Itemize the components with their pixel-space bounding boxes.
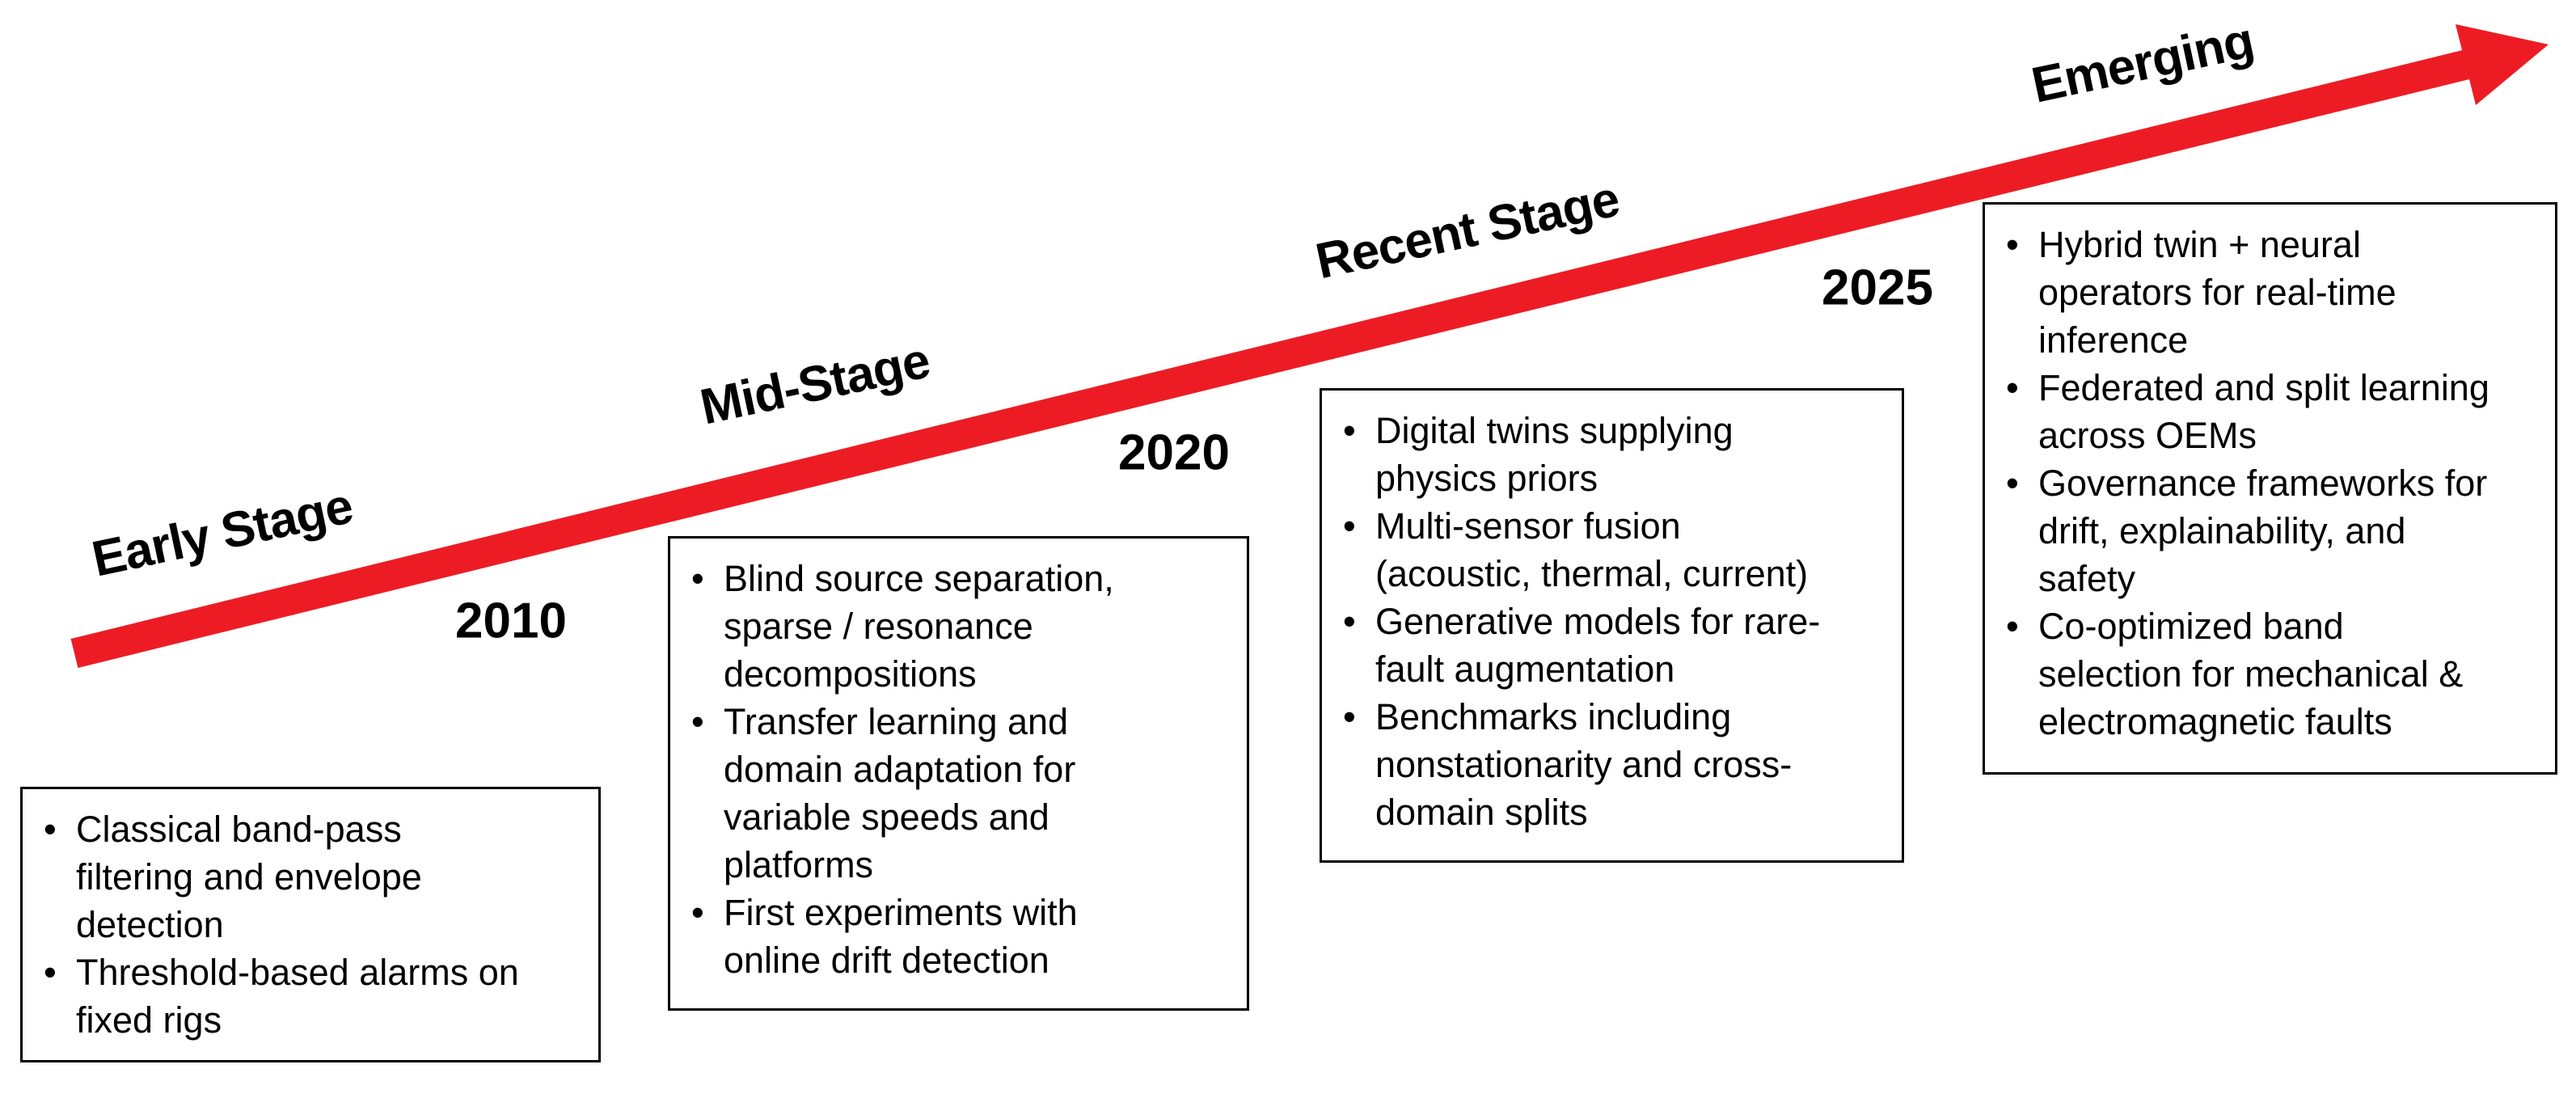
stage-box-early: Classical band-pass filtering and envelo… — [20, 787, 601, 1062]
bullet-list: Hybrid twin + neural operators for real-… — [1985, 205, 2555, 758]
bullet-item: Classical band-pass filtering and envelo… — [44, 805, 587, 948]
bullet-text: Benchmarks including nonstationarity and… — [1375, 696, 1793, 833]
arrow-head-icon — [2456, 24, 2549, 105]
bullet-text: Multi-sensor fusion (acoustic, thermal, … — [1375, 505, 1809, 594]
bullet-icon — [2006, 459, 2038, 507]
bullet-item: Hybrid twin + neural operators for real-… — [2006, 221, 2544, 364]
bullet-text: Blind source separation, sparse / resona… — [724, 558, 1114, 695]
bullet-text: First experiments with online drift dete… — [724, 892, 1078, 981]
stage-box-emerging: Hybrid twin + neural operators for real-… — [1983, 202, 2557, 775]
bullet-icon — [1343, 693, 1375, 741]
bullet-item: First experiments with online drift dete… — [691, 889, 1235, 984]
bullet-icon — [2006, 221, 2038, 268]
bullet-text: Digital twins supplying physics priors — [1375, 410, 1734, 499]
bullet-text: Generative models for rare- fault augmen… — [1375, 601, 1821, 690]
bullet-item: Digital twins supplying physics priors — [1343, 407, 1890, 502]
arrow-shaft — [70, 50, 2470, 668]
year-label-2025: 2025 — [1822, 260, 1933, 316]
bullet-item: Co-optimized band selection for mechanic… — [2006, 602, 2544, 746]
bullet-text: Threshold-based alarms on fixed rigs — [76, 952, 519, 1041]
bullet-icon — [44, 805, 76, 853]
bullet-item: Generative models for rare- fault augmen… — [1343, 598, 1890, 693]
bullet-text: Federated and split learning across OEMs — [2038, 367, 2489, 456]
bullet-list: Digital twins supplying physics priors M… — [1322, 391, 1902, 849]
bullet-item: Federated and split learning across OEMs — [2006, 364, 2544, 459]
bullet-text: Hybrid twin + neural operators for real-… — [2038, 224, 2397, 361]
bullet-text: Transfer learning and domain adaptation … — [724, 701, 1076, 885]
bullet-icon — [2006, 364, 2038, 412]
bullet-text: Co-optimized band selection for mechanic… — [2038, 606, 2464, 742]
year-label-2020: 2020 — [1118, 425, 1230, 481]
bullet-icon — [44, 948, 76, 996]
bullet-item: Multi-sensor fusion (acoustic, thermal, … — [1343, 502, 1890, 598]
stage-box-recent: Digital twins supplying physics priors M… — [1320, 388, 1904, 863]
bullet-text: Classical band-pass filtering and envelo… — [76, 809, 422, 945]
bullet-icon — [1343, 598, 1375, 645]
stage-box-mid: Blind source separation, sparse / resona… — [668, 536, 1249, 1011]
bullet-item: Governance frameworks for drift, explain… — [2006, 459, 2544, 602]
bullet-list: Classical band-pass filtering and envelo… — [23, 789, 598, 1057]
bullet-icon — [2006, 602, 2038, 650]
bullet-text: Governance frameworks for drift, explain… — [2038, 463, 2488, 599]
bullet-item: Transfer learning and domain adaptation … — [691, 698, 1235, 889]
bullet-item: Benchmarks including nonstationarity and… — [1343, 693, 1890, 836]
year-label-2010: 2010 — [455, 593, 567, 649]
bullet-item: Blind source separation, sparse / resona… — [691, 555, 1235, 698]
bullet-icon — [691, 889, 724, 936]
bullet-icon — [1343, 502, 1375, 550]
bullet-icon — [691, 698, 724, 746]
bullet-icon — [691, 555, 724, 602]
bullet-item: Threshold-based alarms on fixed rigs — [44, 948, 587, 1044]
bullet-list: Blind source separation, sparse / resona… — [670, 539, 1247, 997]
bullet-icon — [1343, 407, 1375, 454]
